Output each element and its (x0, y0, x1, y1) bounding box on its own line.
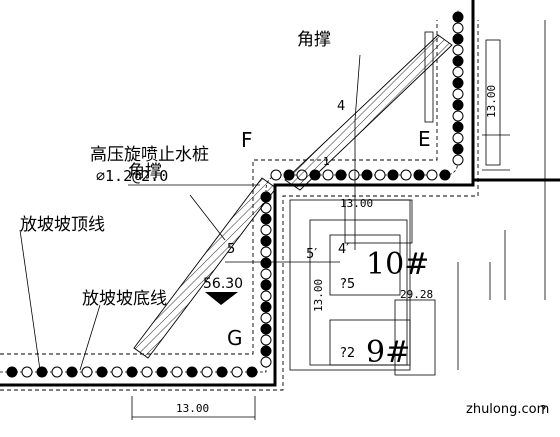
pile (260, 279, 272, 291)
pile (6, 366, 18, 378)
pile (413, 169, 425, 181)
watermark: zhulong.com (466, 402, 549, 417)
pile (111, 366, 123, 378)
ref-5-prime-label: 5′ (306, 247, 317, 262)
pile (335, 169, 347, 181)
pile (186, 366, 198, 378)
pile (81, 366, 93, 378)
pile (260, 213, 272, 225)
building-10-label: 10# (366, 247, 429, 282)
point-g-label: G (227, 326, 243, 350)
pile (452, 154, 464, 166)
elevation-marker (205, 292, 238, 305)
point-f-label: F (241, 128, 253, 152)
pile (260, 312, 272, 324)
leader-lines (19, 54, 361, 371)
pile (260, 334, 272, 346)
dim-13-right: 13.00 (485, 85, 498, 118)
pile (216, 366, 228, 378)
pile (66, 366, 78, 378)
pile (260, 323, 272, 335)
pile (400, 169, 412, 181)
corner-brace-upper (284, 34, 453, 191)
pile (439, 169, 451, 181)
pile (452, 33, 464, 45)
pile (260, 290, 272, 302)
pile (452, 143, 464, 155)
slope-top-outline (0, 20, 479, 391)
building-9-floors: ?2 (340, 346, 355, 361)
pile (171, 366, 183, 378)
pile (156, 366, 168, 378)
site-lines (131, 20, 546, 420)
pile (260, 301, 272, 313)
building-10-floors: ?5 (340, 277, 355, 292)
corner-brace-lower (133, 177, 277, 359)
corner-brace-mid-label: 角撑 (128, 162, 162, 182)
pile (452, 22, 464, 34)
pile-row-centerline (0, 10, 459, 373)
pile (51, 366, 63, 378)
pile (231, 366, 243, 378)
jet-pile-title: 高压旋喷止水桩 (90, 145, 209, 165)
slope-bottom-line-label: 放坡坡底线 (82, 289, 167, 309)
point-e-label: E (418, 127, 431, 151)
pile (260, 356, 272, 368)
pile (452, 132, 464, 144)
ref-4-prime-label: 4′ (338, 242, 349, 257)
pile (246, 366, 258, 378)
ref-1-label: 1 (323, 155, 330, 168)
pile (201, 366, 213, 378)
pile (361, 169, 373, 181)
elevation-label: 56.30 (203, 276, 243, 292)
building-9-label: 9# (366, 335, 410, 370)
pile (141, 366, 153, 378)
pile (374, 169, 386, 181)
pile (452, 55, 464, 67)
pile (260, 268, 272, 280)
pile (36, 366, 48, 378)
pile (452, 44, 464, 56)
corner-brace-top-label: 角撑 (297, 30, 331, 50)
pile (260, 246, 272, 258)
pile (348, 169, 360, 181)
dim-13-left-block: 13.00 (312, 279, 325, 312)
pile (96, 366, 108, 378)
pile (270, 169, 282, 181)
pile (452, 77, 464, 89)
dim-29-28: 29.28 (400, 288, 433, 301)
corner-mark: ? (540, 403, 546, 417)
pile (21, 366, 33, 378)
jet-pile-spec: ∅1.2@2.0 (96, 167, 168, 185)
pile (260, 224, 272, 236)
pile (452, 66, 464, 78)
pile (260, 235, 272, 247)
dim-13-bottom: 13.00 (176, 402, 209, 415)
pile (452, 11, 464, 23)
pile (322, 169, 334, 181)
slope-top-line-label: 放坡坡顶线 (20, 215, 105, 235)
pile (452, 110, 464, 122)
property-boundary (0, 0, 560, 387)
pile (260, 257, 272, 269)
pile (387, 169, 399, 181)
pile (126, 366, 138, 378)
pile (452, 88, 464, 100)
ref-5-label: 5 (227, 242, 235, 257)
pile (260, 345, 272, 357)
pile (426, 169, 438, 181)
pile (452, 99, 464, 111)
ref-4-label: 4 (337, 99, 345, 114)
dim-13-top-block: 13.00 (340, 197, 373, 210)
pile (452, 121, 464, 133)
